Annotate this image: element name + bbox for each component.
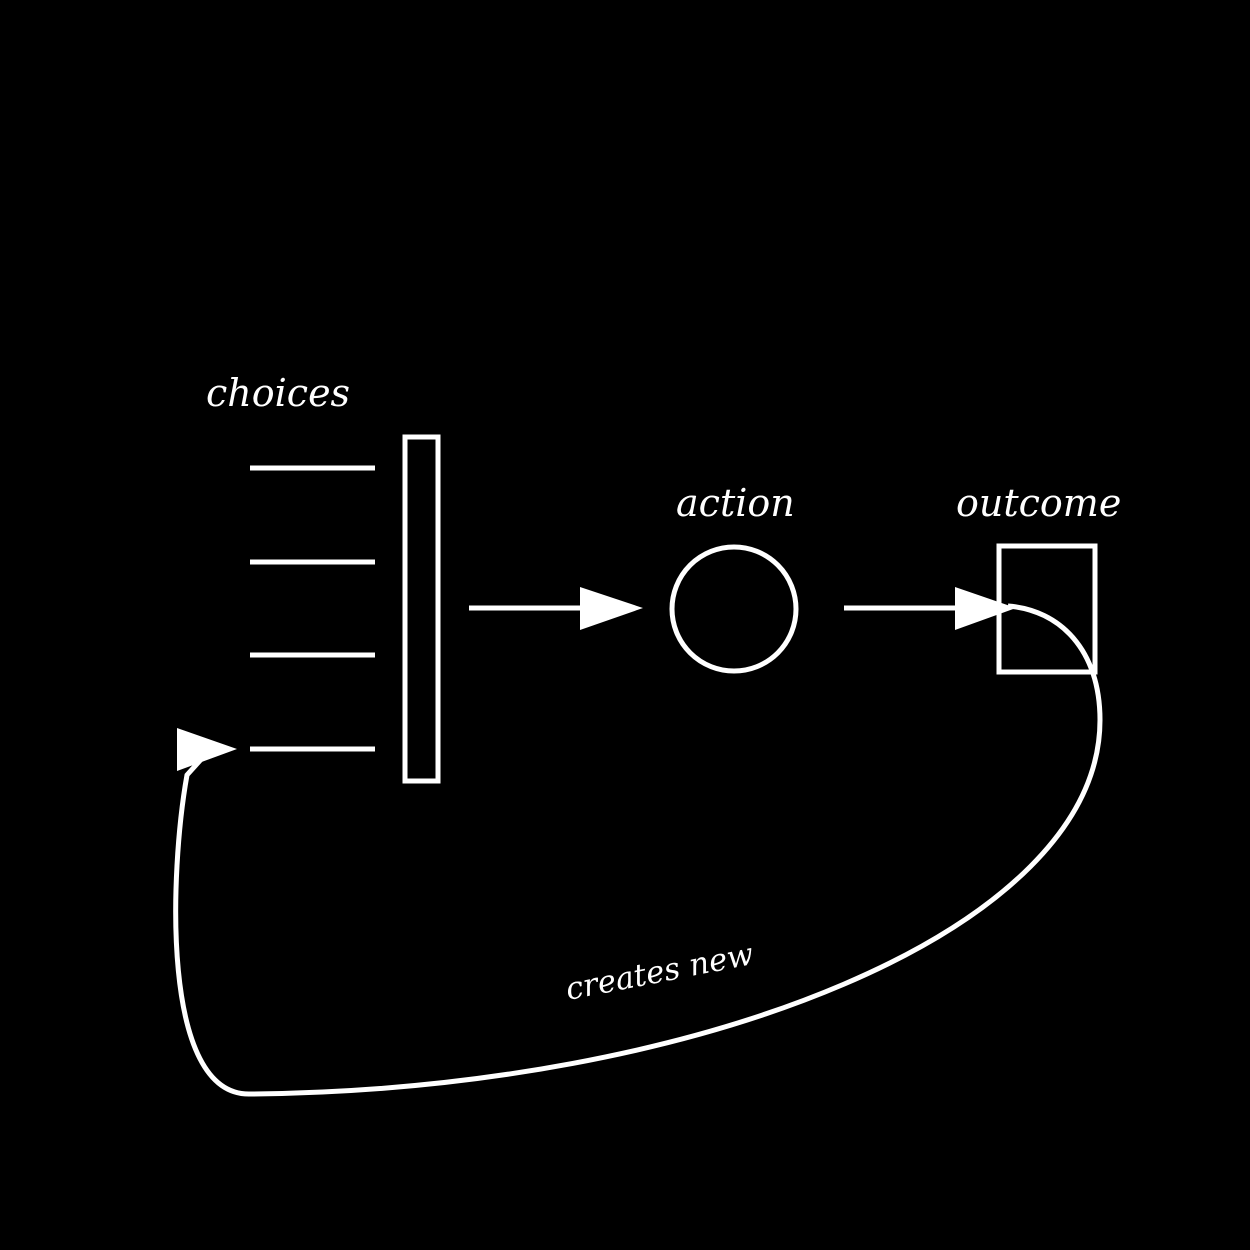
action-node [669, 544, 799, 674]
outcome-label: outcome [956, 481, 1121, 525]
arrowhead-icon [580, 587, 643, 630]
feedback-arrowhead-icon [177, 728, 237, 771]
feedback-loop-curve [173, 603, 1103, 1097]
choice-lines [250, 465, 375, 752]
decision-bar [402, 434, 441, 784]
arrow-to-action [469, 587, 643, 630]
loop-label: creates new [563, 936, 757, 1008]
choices-label: choices [206, 371, 350, 415]
action-label: action [676, 481, 795, 525]
arrow-to-outcome [844, 587, 1016, 630]
outcome-node [996, 543, 1098, 675]
arrowhead-icon [955, 587, 1016, 630]
